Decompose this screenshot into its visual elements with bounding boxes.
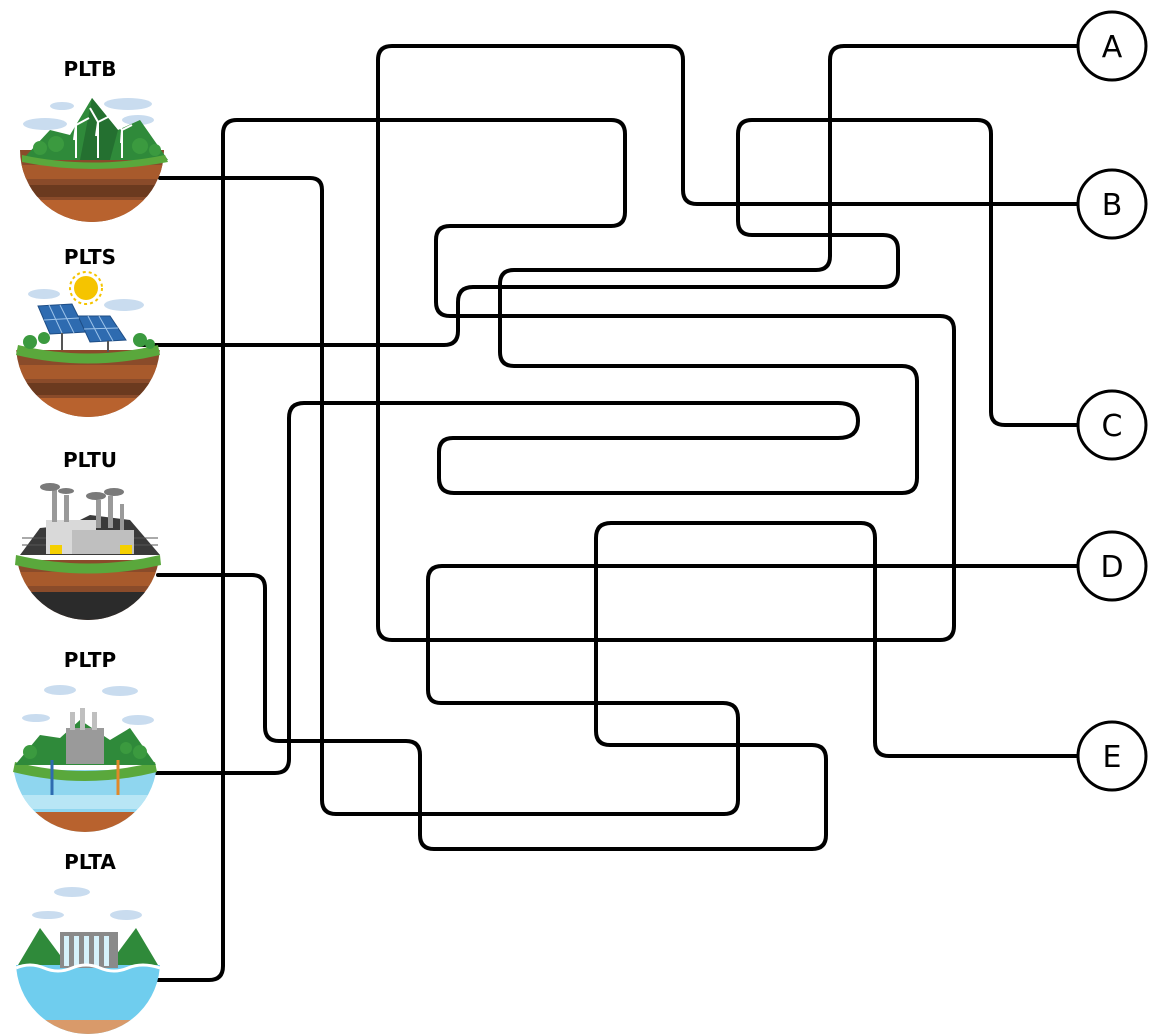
letter-nodes: A B C D E xyxy=(1076,10,1148,792)
letter-node-c[interactable]: C xyxy=(1076,389,1148,461)
wire-plts xyxy=(138,118,1080,427)
plant-label-pltp: PLTP xyxy=(64,648,116,672)
plant-label-pltu: PLTU xyxy=(63,448,117,472)
letter-node-a[interactable]: A xyxy=(1076,10,1148,82)
hydro-dam-icon xyxy=(15,887,161,1034)
maze-wires xyxy=(138,44,1080,982)
letter-node-e[interactable]: E xyxy=(1076,720,1148,792)
plant-label-pltb: PLTB xyxy=(64,57,117,81)
wire-pltb xyxy=(158,176,1080,816)
letter-label-a: A xyxy=(1102,30,1123,65)
plant-label-plta: PLTA xyxy=(64,850,116,874)
solar-panel-icon xyxy=(16,271,160,417)
wire-plta xyxy=(156,44,1080,982)
wind-turbine-icon xyxy=(20,98,168,222)
steam-power-plant-icon xyxy=(15,483,161,620)
letter-label-d: D xyxy=(1100,550,1123,585)
sun-icon xyxy=(69,271,103,305)
geothermal-plant-icon xyxy=(13,685,157,832)
wire-pltp xyxy=(143,44,1080,775)
letter-node-d[interactable]: D xyxy=(1076,530,1148,602)
letter-label-b: B xyxy=(1102,188,1123,223)
plant-label-plts: PLTS xyxy=(64,245,116,269)
letter-label-c: C xyxy=(1102,409,1123,444)
letter-node-b[interactable]: B xyxy=(1076,168,1148,240)
wire-pltu xyxy=(156,521,1080,851)
letter-label-e: E xyxy=(1103,740,1122,775)
